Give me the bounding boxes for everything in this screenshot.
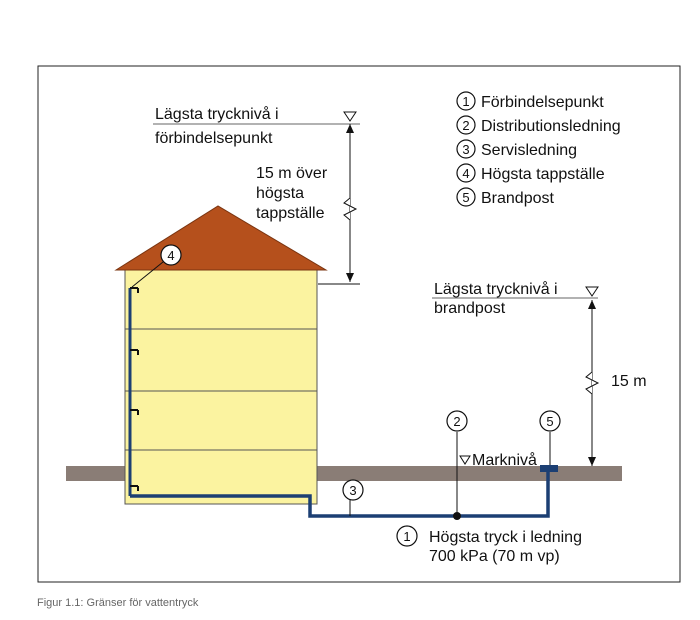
marker-5-label: 5 (546, 414, 553, 429)
house-body (124, 269, 318, 505)
leader-line (131, 261, 164, 288)
break-mark-icon (343, 197, 358, 221)
water-pressure-diagram: Lägsta trycknivå i förbindelsepunkt 15 m… (37, 65, 681, 583)
connection-height-label-2: högsta (256, 185, 304, 202)
marker-5 (539, 410, 561, 432)
hydrant-level-label-2: brandpost (434, 300, 506, 317)
level-triangle-icon (585, 286, 599, 297)
marker-4 (160, 244, 182, 266)
legend-label: Förbindelsepunkt (481, 94, 604, 111)
ground-level-label: Marknivå (472, 451, 537, 469)
legend-label: Distributionsledning (481, 118, 621, 135)
marker-4-label: 4 (167, 248, 174, 263)
tap-icon (130, 349, 139, 355)
figure-caption: Figur 1.1: Gränser för vattentryck (37, 597, 199, 609)
legend-number: 2 (462, 118, 469, 133)
legend-label: Brandpost (481, 190, 554, 207)
hydrant-height-label: 15 m (611, 373, 647, 390)
service-pipe (130, 470, 550, 518)
marker-3 (342, 479, 364, 501)
arrow-down-icon (588, 457, 596, 466)
legend-item: 4 Högsta tappställe (456, 163, 605, 183)
connection-height-label-1: 15 m över (256, 165, 328, 182)
legend-item: 1 Förbindelsepunkt (456, 91, 604, 111)
legend-label: Servisledning (481, 142, 577, 159)
hydrant-level-label-1: Lägsta trycknivå i (434, 280, 558, 298)
marker-1 (396, 525, 418, 547)
legend-item: 2 Distributionsledning (456, 115, 621, 135)
marker-1-label: 1 (403, 529, 410, 544)
arrow-down-icon (346, 273, 354, 282)
ground-triangle-icon (459, 455, 471, 465)
connection-level-label-1: Lägsta trycknivå i (155, 105, 279, 123)
connection-height-label-3: tappställe (256, 205, 325, 222)
level-triangle-icon (343, 111, 357, 122)
legend-number: 4 (462, 166, 469, 181)
connection-level-label-2: förbindelsepunkt (155, 130, 273, 147)
arrow-up-icon (588, 300, 596, 309)
legend-number: 1 (462, 94, 469, 109)
tap-icon (130, 287, 139, 293)
marker-2 (446, 410, 468, 432)
tap-icon (130, 409, 139, 415)
legend-number: 5 (462, 190, 469, 205)
legend: 1 Förbindelsepunkt 2 Distributionslednin… (456, 91, 621, 207)
break-mark-icon (585, 371, 600, 395)
marker-2-label: 2 (453, 414, 460, 429)
legend-item: 3 Servisledning (456, 139, 577, 159)
tap-icon (130, 485, 139, 491)
hydrant-icon (540, 465, 558, 472)
legend-item: 5 Brandpost (456, 187, 554, 207)
legend-label: Högsta tappställe (481, 166, 605, 183)
legend-number: 3 (462, 142, 469, 157)
arrow-up-icon (346, 124, 354, 133)
pressure-label-2: 700 kPa (70 m vp) (429, 548, 560, 565)
pressure-label-1: Högsta tryck i ledning (429, 529, 582, 546)
diagram-frame (37, 65, 681, 583)
marker-3-label: 3 (349, 483, 356, 498)
